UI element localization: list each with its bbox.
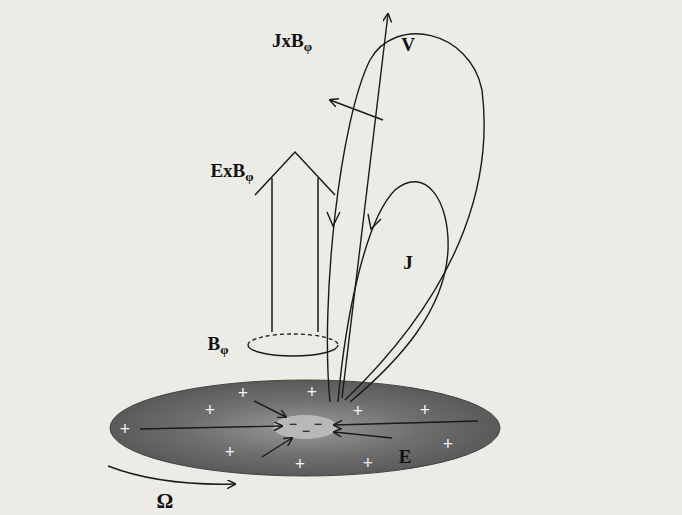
charge-sign: + [238, 384, 248, 402]
charge-sign: + [363, 454, 373, 472]
charge-sign: + [225, 443, 235, 461]
velocity-label: V [401, 35, 415, 54]
e-field-arrows [140, 401, 478, 457]
current-loops [327, 34, 484, 402]
jxb-arrow [330, 100, 383, 120]
charge-sign: + [353, 402, 363, 420]
charge-sign: + [205, 401, 215, 419]
charge-sign: + [120, 420, 130, 438]
rotation-label: Ω [157, 491, 174, 512]
exb-arrow [255, 152, 335, 332]
velocity-arrow [342, 14, 388, 398]
charge-sign: + [443, 435, 453, 453]
force-label: JxBφ [272, 31, 312, 53]
disk [110, 380, 500, 476]
efield-label: E [399, 447, 412, 466]
b-phi-loop-front [248, 345, 338, 356]
charge-sign: − [289, 417, 298, 432]
charge-sign: + [307, 383, 317, 401]
b-phi-loop-back [248, 334, 338, 345]
charge-sign: − [314, 417, 323, 432]
disk-center [273, 415, 337, 439]
field-label: Bφ [208, 334, 229, 356]
charge-sign: − [302, 424, 311, 439]
charge-sign: + [295, 455, 305, 473]
charge-sign: + [420, 401, 430, 419]
rotation-arrow [108, 466, 235, 484]
current-label: J [403, 253, 413, 272]
drift-label: ExBφ [210, 161, 253, 183]
